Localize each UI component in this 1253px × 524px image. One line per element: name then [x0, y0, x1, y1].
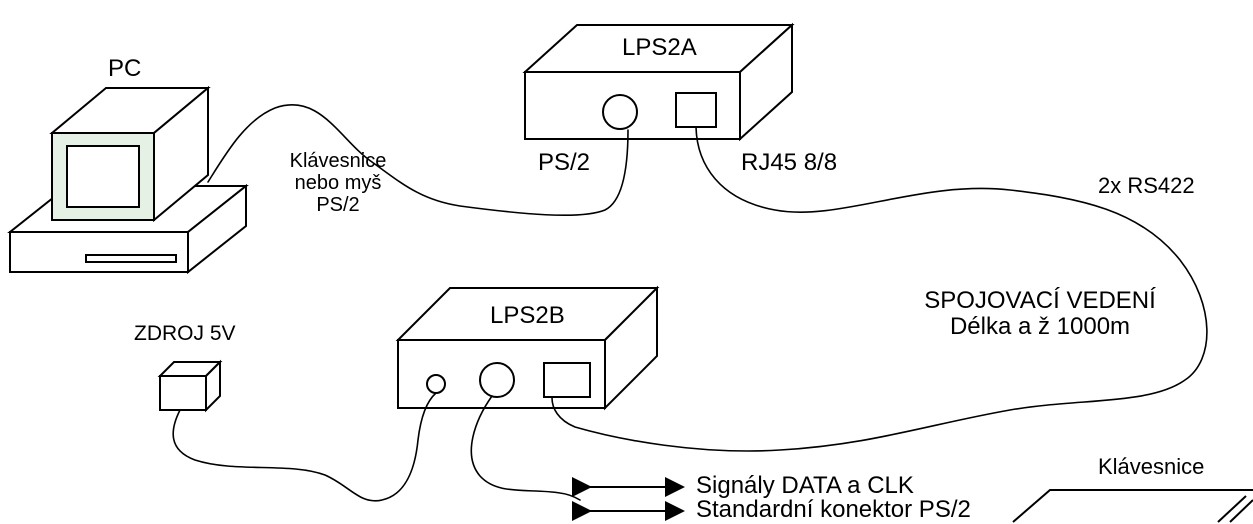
- lps2b-power-port: [426, 374, 446, 394]
- rj45-label: RJ45 8/8: [741, 149, 838, 176]
- pc-computer: [7, 85, 249, 275]
- cable-pc-to-lps2a: [207, 104, 629, 217]
- pc-screen: [66, 145, 140, 208]
- link-line1: SPOJOVACÍ VEDENÍ: [924, 287, 1156, 314]
- lps2a-device: [522, 22, 795, 142]
- rs422-label: 2x RS422: [1098, 173, 1195, 198]
- legend-arrows: [572, 477, 685, 521]
- legend-connector-label: Standardní konektor PS/2: [696, 496, 971, 523]
- keyboard-outline: [1012, 489, 1253, 523]
- keyboard-mouse-label: Klávesnice nebo myš PS/2: [278, 150, 398, 216]
- cable-power: [172, 392, 437, 502]
- power-supply: [157, 359, 223, 413]
- pc-label: PC: [108, 55, 142, 82]
- ps2-port-label: PS/2: [538, 149, 591, 176]
- link-line2: Délka a ž 1000m: [949, 313, 1131, 341]
- lps2b-label: LPS2B: [490, 302, 565, 329]
- keyboard-label: Klávesnice: [1098, 454, 1205, 479]
- lps2b-ps2-port: [479, 362, 515, 398]
- keyboard-mouse-line1: Klávesnice: [289, 150, 387, 172]
- pc-drive-slot: [85, 254, 177, 263]
- power-label: ZDROJ 5V: [134, 322, 236, 345]
- cable-rs422-link: [551, 126, 1208, 452]
- keyboard-mouse-line3: PS/2: [316, 194, 360, 216]
- lps2a-rj45-port: [675, 92, 717, 128]
- keyboard-mouse-line2: nebo myš: [294, 172, 382, 194]
- legend-data-clk-label: Signály DATA a CLK: [696, 472, 914, 499]
- lps2b-rj45-port: [543, 362, 591, 398]
- lps2a-label: LPS2A: [622, 34, 697, 61]
- cable-keyboard-ps2: [470, 395, 581, 501]
- link-label: SPOJOVACÍ VEDENÍ Délka a ž 1000m: [880, 287, 1200, 341]
- lps2a-ps2-port: [602, 94, 638, 130]
